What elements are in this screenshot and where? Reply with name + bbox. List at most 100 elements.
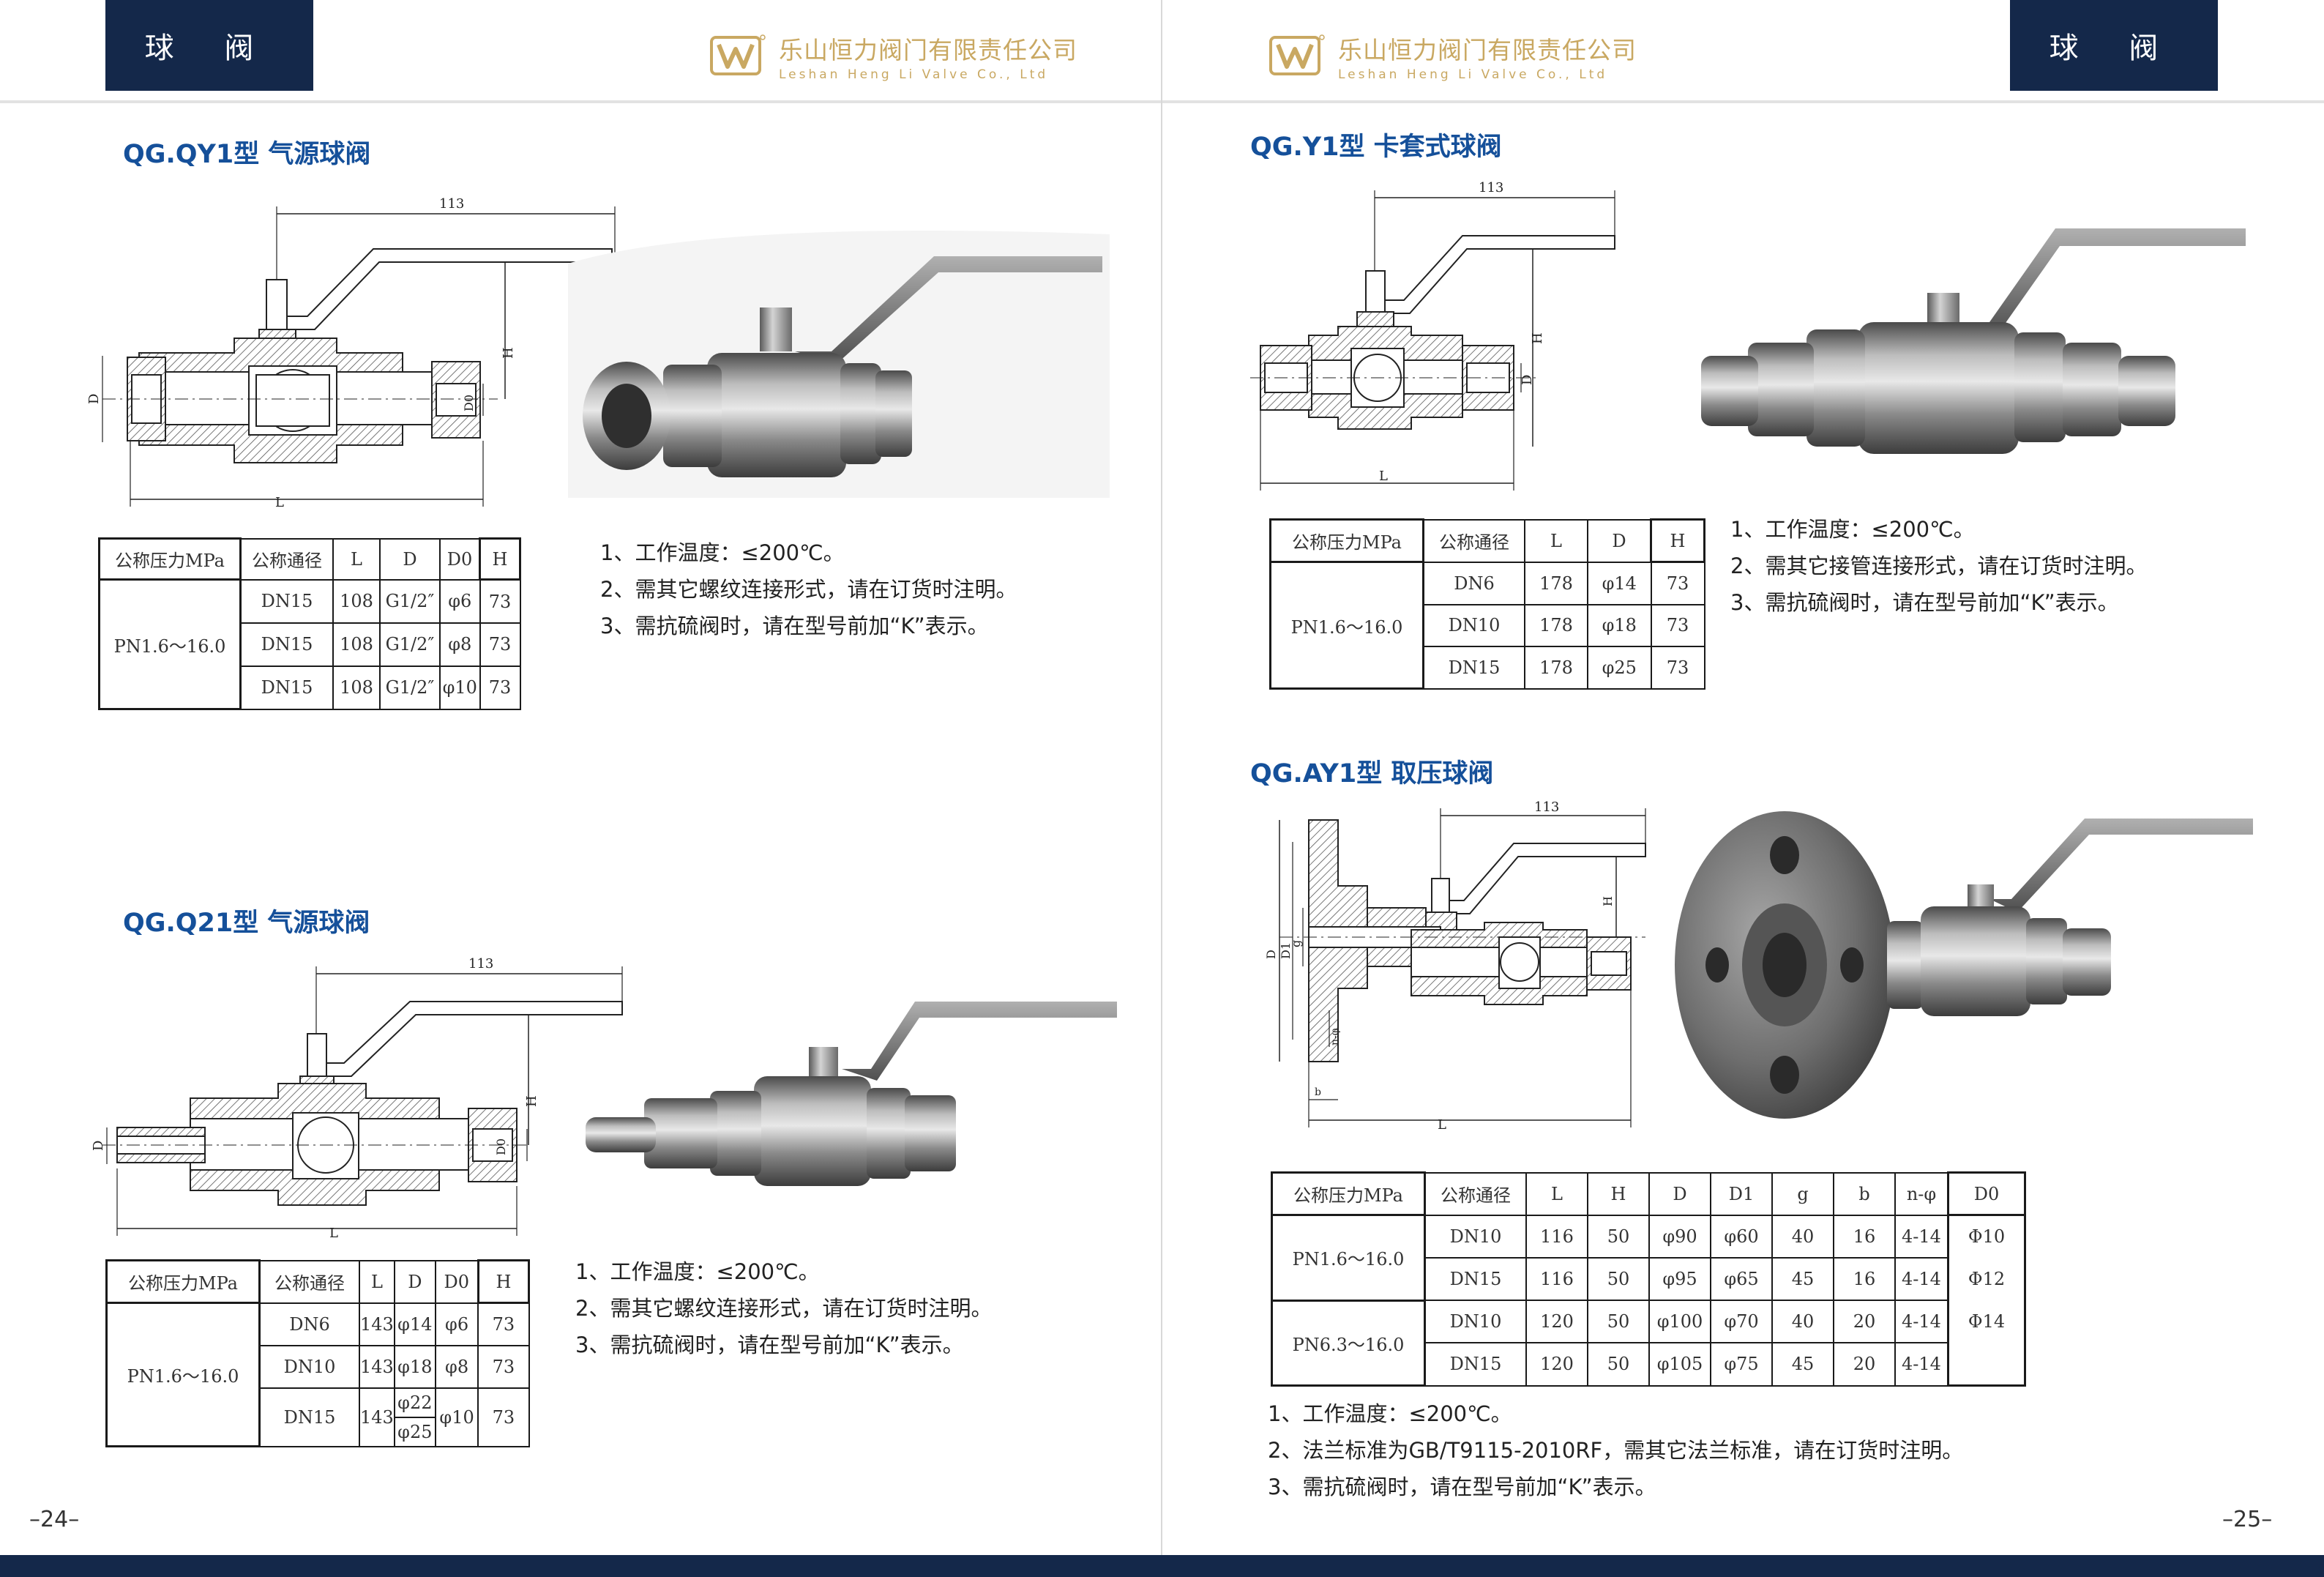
section-title-qy1: QG.QY1型 气源球阀 <box>123 140 371 169</box>
dim-H: H <box>501 347 516 359</box>
left-page: 球 阀 乐山恒力阀门有限责任公司 Leshan Heng Li Valve Co… <box>0 0 1162 1532</box>
table-cell: 178 <box>1524 603 1588 648</box>
company-name-cn: 乐山恒力阀门有限责任公司 <box>779 36 1077 64</box>
table-cell: φ6 <box>434 1302 479 1346</box>
page-spine <box>1161 0 1162 1577</box>
dim-L: L <box>1379 469 1388 484</box>
table-cell: φ18 <box>1587 603 1652 648</box>
table-cell: φ10 <box>434 1387 479 1447</box>
table-cell: DN15 <box>1424 1256 1527 1302</box>
table-cell-pressure: PN1.6～16.0 <box>98 578 242 710</box>
table-cell-pressure: PN1.6～16.0 <box>105 1302 261 1447</box>
dim-L: L <box>1438 1117 1446 1133</box>
table-cell: 108 <box>332 622 381 667</box>
table-row: DN15 116 50 φ95 φ65 45 16 4-14 Φ12 <box>1272 1256 2026 1302</box>
table-cell: DN15 <box>239 578 334 625</box>
table-cell: 143 <box>359 1302 395 1346</box>
note-line: 2、法兰标准为GB/T9115-2010RF，需其它法兰标准，请在订货时注明。 <box>1268 1438 1964 1463</box>
dim-nphi: n-φ <box>1329 1028 1341 1045</box>
notes-ay1: 1、工作温度：≤200℃。 2、法兰标准为GB/T9115-2010RF，需其它… <box>1268 1395 1963 1505</box>
company-logo: 乐山恒力阀门有限责任公司 Leshan Heng Li Valve Co., L… <box>710 31 1077 82</box>
spec-table-q21: 公称压力MPa 公称通径 L D D0 H PN1.6～16.0 DN6 143… <box>105 1259 531 1447</box>
note-line: 2、需其它螺纹连接形式，请在订货时注明。 <box>600 577 1017 602</box>
table-cell: φ10 <box>439 665 481 710</box>
header-rule <box>1162 100 2324 103</box>
table-header: 公称压力MPa <box>1271 1171 1426 1216</box>
table-cell-pressure: PN1.6～16.0 <box>1271 1214 1426 1302</box>
table-header: H <box>479 537 521 581</box>
table-cell: 116 <box>1525 1256 1588 1302</box>
table-cell: 73 <box>479 622 521 667</box>
section-title-ay1: QG.AY1型 取压球阀 <box>1250 759 1494 788</box>
table-cell: 40 <box>1771 1299 1834 1344</box>
table-cell: φ22 <box>393 1387 436 1418</box>
dim-113: 113 <box>439 196 464 212</box>
notes-y1: 1、工作温度：≤200℃。 2、需其它接管连接形式，请在订货时注明。 3、需抗硫… <box>1730 511 2147 621</box>
table-cell: DN15 <box>1424 1342 1527 1387</box>
table-cell: 50 <box>1587 1256 1650 1302</box>
table-cell: DN15 <box>239 622 334 667</box>
note-line: 1、工作温度：≤200℃。 <box>600 540 845 565</box>
company-name-cn: 乐山恒力阀门有限责任公司 <box>1338 36 1637 64</box>
table-row: φ25 <box>107 1416 529 1447</box>
table-header: D0 <box>1947 1171 2026 1216</box>
dim-D0: D0 <box>494 1138 508 1155</box>
table-cell: φ25 <box>1587 646 1652 690</box>
table-header: L <box>1524 518 1588 563</box>
table-cell: 50 <box>1587 1214 1650 1259</box>
table-cell: Φ12 <box>1947 1257 2026 1300</box>
dim-D1: D1 <box>1279 942 1293 959</box>
table-cell: 143 <box>359 1387 395 1447</box>
table-header: H <box>1650 518 1705 563</box>
page-number-value: 25 <box>2233 1507 2262 1532</box>
table-cell: 45 <box>1771 1342 1834 1387</box>
table-cell: φ100 <box>1648 1299 1711 1344</box>
dim-D: D <box>88 394 102 404</box>
table-cell <box>1947 1343 2026 1387</box>
table-cell: φ75 <box>1710 1342 1773 1387</box>
table-cell: φ90 <box>1648 1214 1711 1259</box>
table-cell: 73 <box>1650 603 1705 648</box>
dim-H: H <box>524 1095 539 1107</box>
table-header: 公称通径 <box>258 1259 360 1304</box>
table-header: 公称通径 <box>1424 1171 1527 1216</box>
table-cell: Φ10 <box>1947 1213 2026 1258</box>
table-header: D <box>379 537 441 581</box>
note-line: 3、需抗硫阀时，请在型号前加“K”表示。 <box>575 1332 964 1357</box>
table-cell: Φ14 <box>1947 1300 2026 1343</box>
table-cell: 108 <box>332 665 381 710</box>
notes-qy1: 1、工作温度：≤200℃。 2、需其它螺纹连接形式，请在订货时注明。 3、需抗硫… <box>600 534 1017 644</box>
table-header: D0 <box>439 537 481 581</box>
table-header: b <box>1833 1171 1896 1216</box>
table-cell: φ8 <box>439 622 481 667</box>
note-line: 2、需其它接管连接形式，请在订货时注明。 <box>1730 553 2148 578</box>
table-cell: 45 <box>1771 1256 1834 1302</box>
table-cell: φ8 <box>434 1344 479 1389</box>
table-cell: DN15 <box>239 665 334 710</box>
page-number-left: –24– <box>29 1507 80 1532</box>
table-cell: φ18 <box>393 1344 436 1389</box>
table-row: PN1.6～16.0 DN6 143 φ14 φ6 73 <box>105 1302 530 1447</box>
note-line: 1、工作温度：≤200℃。 <box>1268 1401 1512 1426</box>
table-row: DN10 178 φ18 73 <box>1271 603 1705 648</box>
drawing-y1: 113 L D H <box>1250 180 1615 491</box>
table-header: 公称压力MPa <box>1269 518 1424 563</box>
table-header: 公称压力MPa <box>105 1259 261 1304</box>
table-cell: DN6 <box>258 1302 360 1346</box>
dim-113: 113 <box>1534 799 1559 815</box>
dim-L: L <box>275 495 284 510</box>
table-cell: DN15 <box>1422 646 1525 690</box>
table-row: PN1.6～16.0 DN15 108 G1/2″ φ6 73 <box>98 578 521 710</box>
table-header: D1 <box>1710 1171 1773 1216</box>
footer-bar <box>0 1555 2324 1577</box>
table-cell: 73 <box>479 578 521 625</box>
header-rule <box>0 100 1162 103</box>
photo-ay1 <box>1675 811 2253 1119</box>
table-cell: DN10 <box>258 1344 360 1389</box>
note-line: 1、工作温度：≤200℃。 <box>1730 517 1975 542</box>
table-cell: 4-14 <box>1894 1256 1949 1302</box>
table-header: D <box>1587 518 1652 563</box>
dim-D0: D0 <box>462 395 476 411</box>
table-cell-pressure: PN1.6～16.0 <box>1269 561 1424 690</box>
table-header: L <box>359 1259 395 1304</box>
